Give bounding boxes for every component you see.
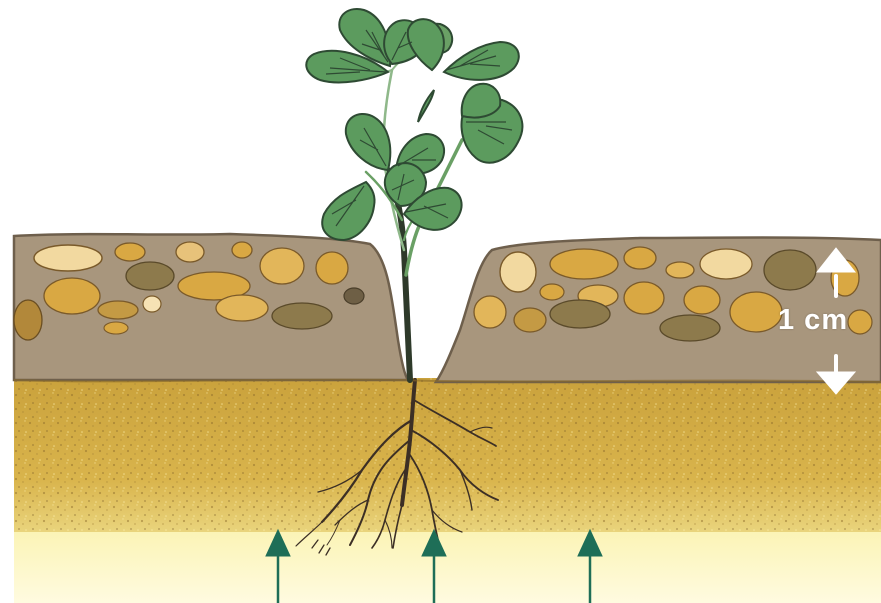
crust-depth-label: 1 cm bbox=[778, 304, 878, 337]
soil-crust-left bbox=[14, 234, 408, 380]
plant-leaves bbox=[306, 9, 522, 240]
moist-soil-band bbox=[14, 532, 881, 603]
